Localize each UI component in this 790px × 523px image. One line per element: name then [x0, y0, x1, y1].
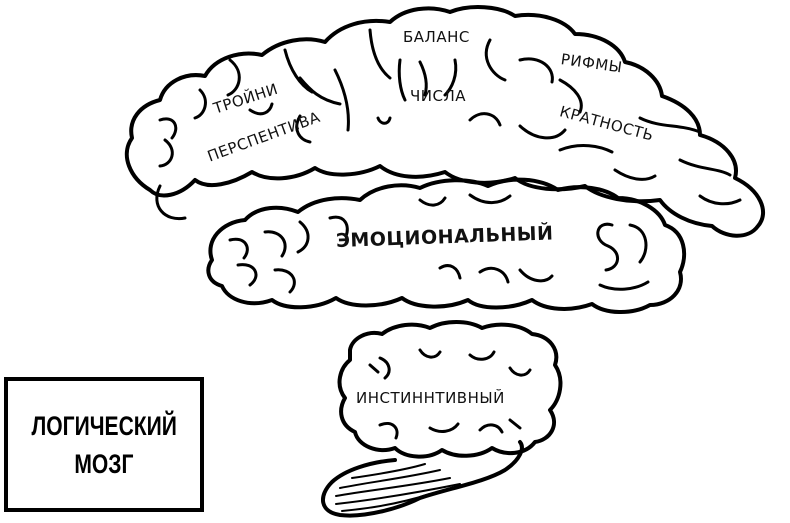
title-box: ЛОГИЧЕСКИЙ МОЗГ	[4, 377, 204, 512]
label-instinctive: ИНСТИННТИВНЫЙ	[356, 389, 505, 407]
emotional-brain-shape	[206, 177, 687, 314]
instinctive-brain-shape	[337, 320, 563, 459]
logical-brain-folds	[158, 28, 742, 206]
title-line-1: ЛОГИЧЕСКИЙ	[31, 410, 177, 441]
brainstem-striations	[335, 463, 461, 512]
label-chisla: ЧИСЛА	[410, 87, 467, 105]
label-balans: БАЛАНС	[403, 28, 470, 46]
logical-brain-shape	[124, 5, 765, 238]
emotional-brain-folds	[228, 193, 650, 294]
title-line-2: МОЗГ	[74, 448, 134, 479]
brainstem-shape	[321, 440, 524, 518]
instinctive-brain-folds	[368, 348, 532, 440]
